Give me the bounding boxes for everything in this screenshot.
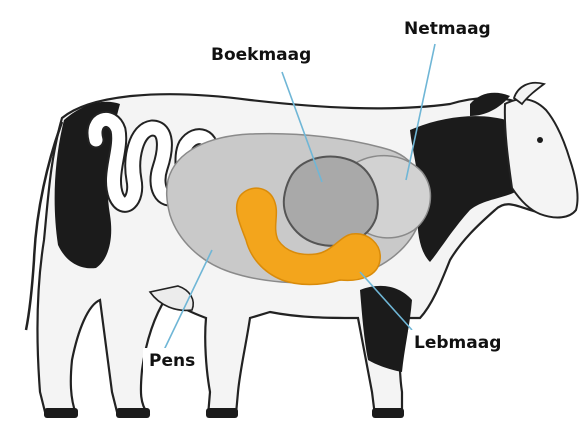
cow-hoof	[206, 408, 238, 418]
label-lebmaag: Lebmaag	[408, 330, 507, 356]
boekmaag-organ	[284, 157, 378, 246]
cow-eye	[537, 137, 543, 143]
cow-hoof	[44, 408, 78, 418]
label-boekmaag: Boekmaag	[205, 42, 317, 68]
cow-hoof	[372, 408, 404, 418]
cow-hoof	[116, 408, 150, 418]
label-pens: Pens	[143, 348, 201, 374]
label-netmaag: Netmaag	[398, 16, 497, 42]
